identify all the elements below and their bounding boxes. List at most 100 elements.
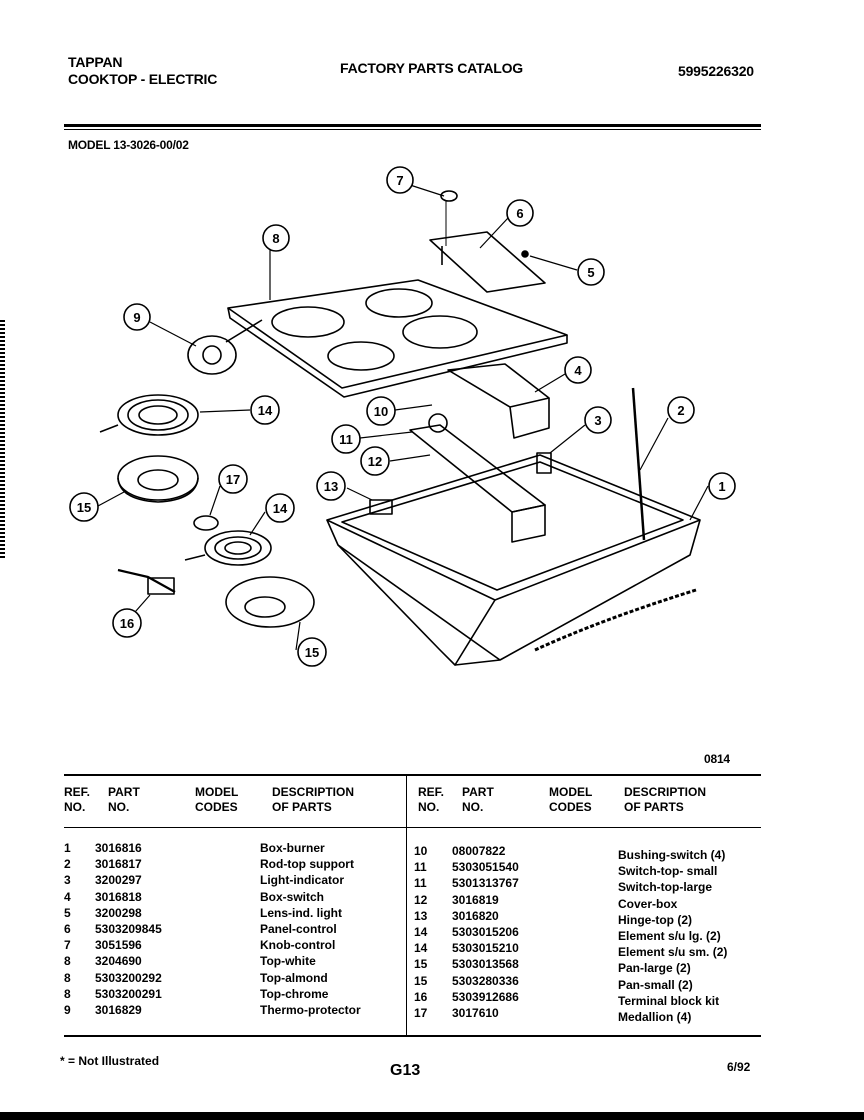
footnote: * = Not Illustrated — [60, 1054, 160, 1068]
table-row: 15 — [414, 973, 428, 988]
table-row: Box-burner — [260, 841, 325, 855]
table-row: Element s/u sm. (2) — [618, 945, 728, 960]
table-row: Terminal block kit — [618, 993, 720, 1008]
scan-bottom-edge — [0, 1112, 864, 1120]
table-row: Bushing-switch (4) — [618, 848, 726, 862]
table-row: 10 — [414, 844, 428, 858]
svg-text:4: 4 — [574, 363, 582, 378]
svg-text:7: 7 — [396, 173, 403, 188]
element-small — [204, 530, 272, 566]
header-rule-thin — [64, 129, 761, 130]
table-row: Cover-box — [618, 896, 678, 911]
table-row: 3051596 — [95, 938, 142, 953]
table-row: Top-almond — [260, 970, 328, 985]
callout-16: 16 — [112, 608, 142, 638]
model-number: MODEL 13-3026-00/02 — [68, 138, 189, 152]
svg-text:9: 9 — [133, 310, 140, 325]
table-row: 16 — [414, 989, 428, 1004]
control-knob — [440, 190, 458, 202]
pan-small — [225, 576, 315, 628]
col-ref-no-right: REF. NO. — [418, 785, 445, 814]
table-row: 3 — [64, 873, 71, 888]
svg-text:15: 15 — [305, 645, 319, 660]
table-row: 6 — [64, 922, 71, 937]
table-row: Element s/u lg. (2) — [618, 929, 721, 944]
table-row: 3016818 — [95, 889, 142, 904]
table-row: 9 — [64, 1003, 71, 1018]
table-row: Switch-top-large — [618, 880, 713, 895]
table-row: 08007822 — [452, 844, 506, 858]
control-panel — [429, 231, 546, 293]
product-name: COOKTOP - ELECTRIC — [68, 71, 218, 87]
table-row: 3016816 — [95, 841, 142, 855]
table-row: 1 — [64, 841, 71, 855]
medallion — [193, 515, 219, 531]
table-row: 4 — [64, 889, 71, 904]
callout-14a: 14 — [250, 395, 280, 425]
table-rows-left-desc: Box-burner Rod-top support Light-indicat… — [260, 840, 361, 1018]
table-row: 5303280336 — [452, 973, 519, 988]
table-row: Panel-control — [260, 922, 337, 937]
svg-text:15: 15 — [77, 500, 91, 515]
svg-text:14: 14 — [273, 501, 288, 516]
table-row: 5301313767 — [452, 876, 519, 891]
switch-cover — [409, 424, 546, 513]
table-row: Medallion (4) — [618, 1010, 692, 1025]
callout-7: 7 — [386, 166, 414, 194]
table-row: 5303015206 — [452, 925, 519, 940]
table-row: Top-chrome — [260, 986, 329, 1001]
callout-13: 13 — [316, 471, 346, 501]
svg-text:17: 17 — [226, 472, 240, 487]
table-row: 14 — [414, 941, 428, 956]
table-row: Switch-top- small — [618, 864, 718, 879]
table-row: 8 — [64, 986, 71, 1001]
callout-5: 5 — [577, 258, 605, 286]
power-cord — [534, 588, 697, 652]
col-description-left: DESCRIPTION OF PARTS — [272, 785, 355, 814]
callout-10: 10 — [366, 396, 396, 426]
svg-text:11: 11 — [339, 432, 353, 447]
callout-8: 8 — [262, 224, 290, 252]
table-row: 8 — [64, 954, 71, 969]
table-row: 8 — [64, 970, 71, 985]
table-row: 3016817 — [95, 857, 142, 872]
table-center-divider — [406, 776, 407, 1035]
table-row: 15 — [414, 957, 428, 972]
brand-name: TAPPAN — [68, 54, 123, 70]
terminal-block — [117, 568, 176, 593]
table-row: 5303200292 — [95, 970, 162, 985]
table-row: 5303013568 — [452, 957, 519, 972]
page-number: G13 — [390, 1062, 421, 1079]
catalog-number: 5995226320 — [678, 63, 754, 79]
svg-text:2: 2 — [677, 403, 684, 418]
callout-15b: 15 — [297, 637, 327, 667]
col-description-right: DESCRIPTION OF PARTS — [624, 785, 707, 814]
thermo-protector — [187, 335, 237, 375]
svg-text:3: 3 — [594, 413, 601, 428]
table-row: 3200297 — [95, 873, 142, 888]
table-row: 11 — [414, 876, 427, 891]
table-row: 11 — [414, 860, 427, 875]
col-ref-no-left: REF. NO. — [64, 785, 91, 814]
catalog-title: FACTORY PARTS CATALOG — [340, 60, 523, 76]
table-row: 5303051540 — [452, 860, 519, 875]
svg-text:16: 16 — [120, 616, 134, 631]
table-row: 14 — [414, 925, 428, 940]
table-row: 3016820 — [452, 908, 499, 923]
pan-large — [117, 455, 199, 501]
table-row: Knob-control — [260, 938, 336, 953]
callout-group: 7 6 8 5 9 4 14 10 3 2 11 12 17 13 14 1 1… — [69, 166, 736, 667]
table-row: Hinge-top (2) — [618, 912, 692, 927]
svg-text:12: 12 — [368, 454, 382, 469]
table-row: Top-white — [260, 954, 316, 969]
col-model-codes-right: MODEL CODES — [549, 785, 593, 814]
table-row: Lens-ind. light — [260, 905, 342, 920]
table-row: 3016829 — [95, 1003, 142, 1018]
table-row: 3204690 — [95, 954, 142, 969]
switch-bushing — [428, 413, 448, 433]
table-bottom-rule — [64, 1035, 761, 1037]
table-header-rule — [64, 827, 761, 828]
table-rows-left-ref: 1 2 3 4 5 6 7 8 8 8 9 — [64, 840, 71, 1018]
table-rows-right-desc: Bushing-switch (4) Switch-top- small Swi… — [618, 847, 727, 1025]
table-rows-right-part: 08007822 5303051540 5301313767 3016819 3… — [452, 843, 519, 1021]
